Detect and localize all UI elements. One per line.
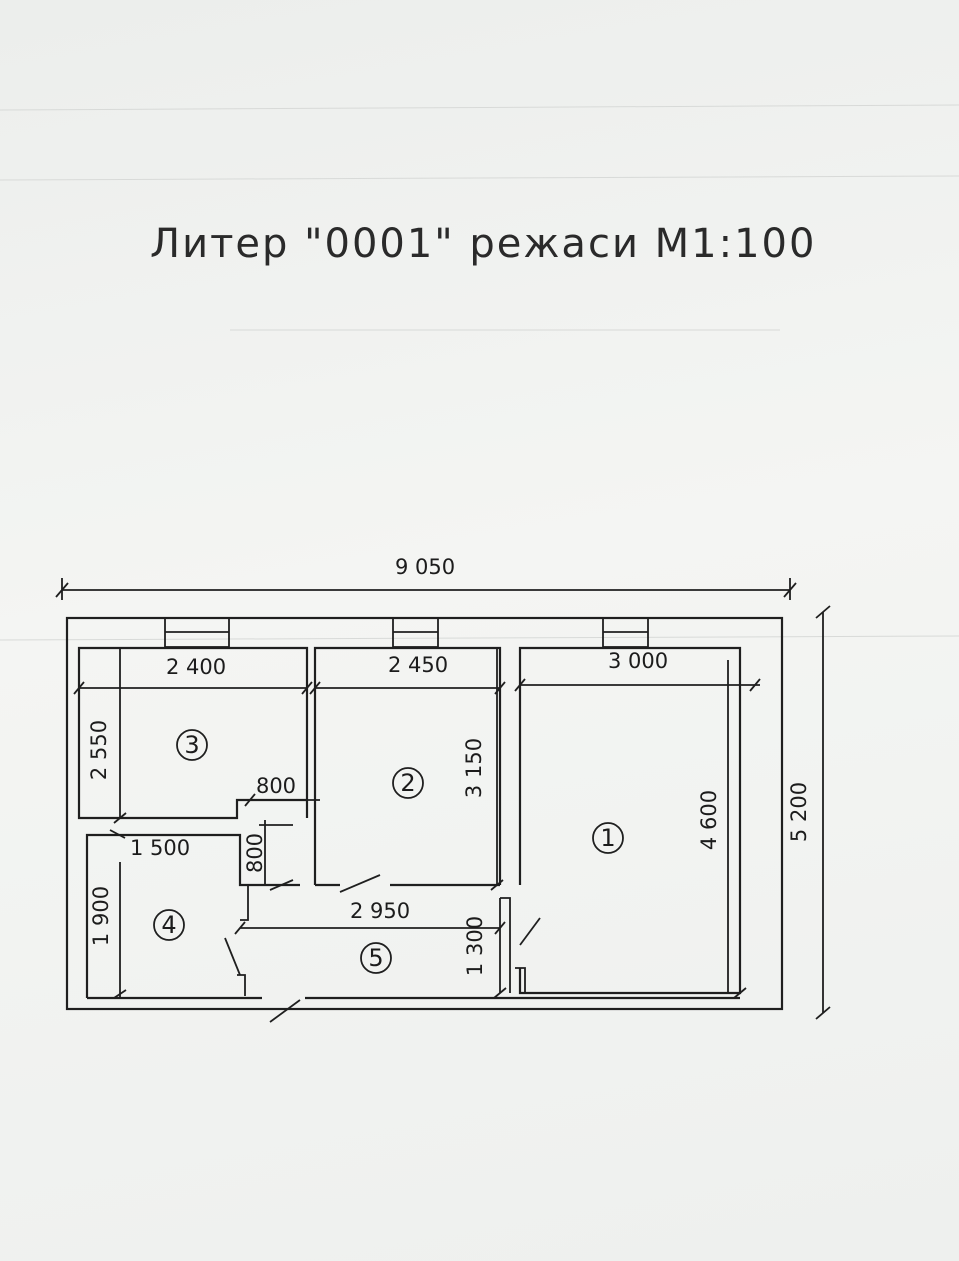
dim-corridor-height: 1 300 [463, 916, 487, 976]
dim-room-1-height: 4 600 [697, 790, 721, 850]
dim-room-1-width: 3 000 [608, 649, 668, 673]
svg-text:4: 4 [161, 911, 176, 939]
dim-room-3-width: 2 400 [166, 655, 226, 679]
door-room-2 [339, 874, 381, 893]
room-4-walls [85, 833, 300, 998]
room-number-2: 2 [392, 767, 424, 799]
svg-text:1: 1 [600, 824, 615, 852]
window-left [164, 617, 230, 648]
room-number-1: 1 [592, 822, 624, 854]
dim-room-2-height: 3 150 [462, 738, 486, 798]
dim-overall-width: 9 050 [395, 555, 455, 579]
dim-room-4-height: 1 900 [89, 886, 113, 946]
plan-title: Литер "0001" режаси М1:100 [150, 221, 816, 267]
room-number-5: 5 [360, 942, 392, 974]
window-right [602, 617, 649, 648]
corridor-right-wall [500, 897, 511, 993]
dimension-lines [55, 578, 831, 1020]
room-2-walls [313, 646, 502, 885]
door-room-1 [519, 917, 541, 946]
svg-text:3: 3 [184, 731, 199, 759]
dim-room-4-width: 1 500 [130, 836, 190, 860]
entrance-door [269, 999, 301, 1023]
room-number-3: 3 [176, 729, 208, 761]
background-ghost-lines [0, 104, 959, 641]
dim-overall-height: 5 200 [787, 782, 811, 842]
room-number-4: 4 [153, 909, 185, 941]
dim-room-2-width: 2 450 [388, 653, 448, 677]
window-middle [392, 617, 439, 648]
dim-niche-width: 800 [256, 774, 296, 798]
svg-text:2: 2 [400, 769, 415, 797]
room-3-walls [77, 646, 309, 820]
dim-room-3-height: 2 550 [87, 720, 111, 780]
svg-text:5: 5 [368, 944, 383, 972]
dim-niche-height: 800 [243, 833, 267, 873]
door-room-4 [224, 937, 241, 976]
corridor-door-jamb [515, 967, 526, 993]
room-4-niche [240, 884, 249, 921]
dim-corridor-width: 2 950 [350, 899, 410, 923]
room-4-door-jamb [237, 974, 246, 996]
